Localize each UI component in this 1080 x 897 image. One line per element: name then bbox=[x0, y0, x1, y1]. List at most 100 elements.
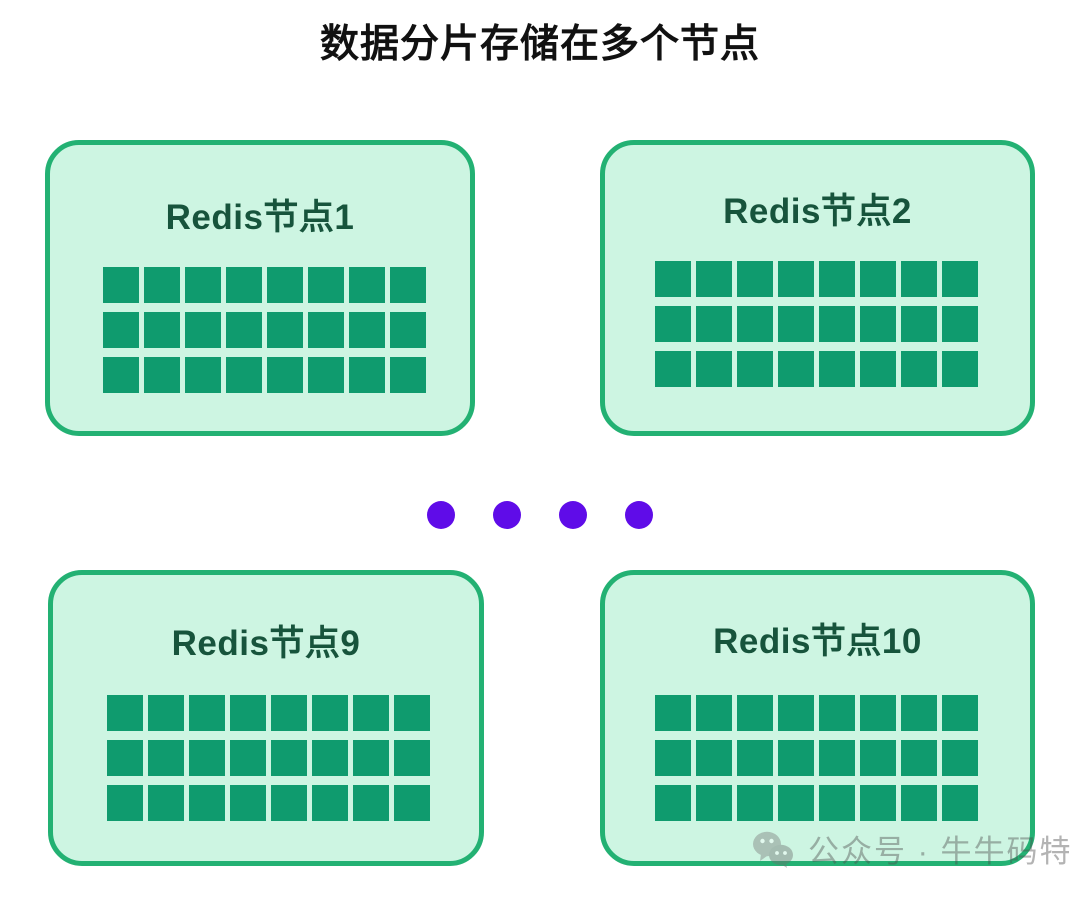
shard-cell bbox=[655, 740, 691, 776]
shard-cell bbox=[185, 357, 221, 393]
shard-cell bbox=[103, 357, 139, 393]
shard-cell bbox=[778, 261, 814, 297]
shard-cell bbox=[737, 351, 773, 387]
shard-cell bbox=[696, 351, 732, 387]
shard-cell bbox=[271, 740, 307, 776]
shard-cell bbox=[655, 695, 691, 731]
shard-cell bbox=[778, 785, 814, 821]
shard-cell bbox=[819, 740, 855, 776]
shard-cell bbox=[353, 740, 389, 776]
shard-cell bbox=[144, 312, 180, 348]
shard-cell bbox=[778, 306, 814, 342]
shard-cell bbox=[148, 785, 184, 821]
shard-cell bbox=[353, 785, 389, 821]
shard-cell bbox=[737, 695, 773, 731]
shard-cell bbox=[778, 351, 814, 387]
shard-cell bbox=[737, 306, 773, 342]
shard-cell bbox=[226, 267, 262, 303]
shard-grid bbox=[107, 695, 430, 821]
shard-cell bbox=[942, 261, 978, 297]
shard-cell bbox=[308, 357, 344, 393]
shard-cell bbox=[267, 267, 303, 303]
node-card-title: Redis节点9 bbox=[171, 624, 361, 663]
shard-cell bbox=[308, 312, 344, 348]
shard-cell bbox=[226, 357, 262, 393]
shard-cell bbox=[230, 695, 266, 731]
shard-cell bbox=[901, 695, 937, 731]
shard-cell bbox=[737, 785, 773, 821]
shard-cell bbox=[185, 267, 221, 303]
shard-cell bbox=[655, 351, 691, 387]
shard-cell bbox=[655, 261, 691, 297]
shard-cell bbox=[942, 306, 978, 342]
shard-cell bbox=[819, 306, 855, 342]
page-title: 数据分片存储在多个节点 bbox=[319, 23, 760, 66]
shard-cell bbox=[271, 695, 307, 731]
shard-cell bbox=[349, 312, 385, 348]
shard-cell bbox=[230, 785, 266, 821]
shard-cell bbox=[353, 695, 389, 731]
shard-cell bbox=[230, 740, 266, 776]
shard-cell bbox=[737, 261, 773, 297]
shard-cell bbox=[189, 740, 225, 776]
shard-cell bbox=[819, 695, 855, 731]
shard-cell bbox=[107, 740, 143, 776]
shard-cell bbox=[901, 785, 937, 821]
shard-cell bbox=[901, 306, 937, 342]
shard-grid bbox=[103, 267, 426, 393]
shard-cell bbox=[390, 267, 426, 303]
shard-cell bbox=[144, 357, 180, 393]
shard-cell bbox=[737, 740, 773, 776]
shard-cell bbox=[185, 312, 221, 348]
shard-cell bbox=[819, 261, 855, 297]
node-card-redis-1: Redis节点1 bbox=[45, 140, 475, 436]
shard-cell bbox=[942, 785, 978, 821]
shard-cell bbox=[942, 351, 978, 387]
shard-cell bbox=[696, 306, 732, 342]
shard-cell bbox=[942, 695, 978, 731]
shard-cell bbox=[901, 351, 937, 387]
shard-cell bbox=[778, 740, 814, 776]
shard-cell bbox=[696, 695, 732, 731]
shard-cell bbox=[394, 785, 430, 821]
node-card-title: Redis节点10 bbox=[713, 622, 922, 661]
shard-cell bbox=[226, 312, 262, 348]
shard-cell bbox=[696, 740, 732, 776]
shard-cell bbox=[394, 695, 430, 731]
shard-cell bbox=[267, 312, 303, 348]
ellipsis-dot bbox=[559, 501, 587, 529]
shard-cell bbox=[349, 267, 385, 303]
shard-cell bbox=[308, 267, 344, 303]
shard-cell bbox=[107, 695, 143, 731]
shard-cell bbox=[312, 695, 348, 731]
shard-cell bbox=[860, 306, 896, 342]
shard-cell bbox=[189, 785, 225, 821]
ellipsis-dots bbox=[0, 500, 1080, 530]
shard-cell bbox=[103, 267, 139, 303]
shard-cell bbox=[390, 312, 426, 348]
shard-cell bbox=[655, 306, 691, 342]
shard-cell bbox=[267, 357, 303, 393]
shard-cell bbox=[148, 695, 184, 731]
node-card-title: Redis节点2 bbox=[723, 192, 912, 231]
shard-cell bbox=[942, 740, 978, 776]
shard-cell bbox=[312, 785, 348, 821]
shard-grid bbox=[655, 261, 978, 387]
shard-cell bbox=[148, 740, 184, 776]
node-card-title: Redis节点1 bbox=[165, 198, 355, 237]
shard-cell bbox=[901, 740, 937, 776]
shard-cell bbox=[103, 312, 139, 348]
shard-cell bbox=[655, 785, 691, 821]
shard-cell bbox=[778, 695, 814, 731]
shard-cell bbox=[144, 267, 180, 303]
ellipsis-dot bbox=[427, 501, 455, 529]
shard-cell bbox=[312, 740, 348, 776]
shard-cell bbox=[860, 785, 896, 821]
shard-grid bbox=[655, 695, 978, 821]
shard-cell bbox=[390, 357, 426, 393]
shard-cell bbox=[860, 351, 896, 387]
shard-cell bbox=[696, 785, 732, 821]
shard-cell bbox=[901, 261, 937, 297]
shard-cell bbox=[349, 357, 385, 393]
shard-cell bbox=[696, 261, 732, 297]
